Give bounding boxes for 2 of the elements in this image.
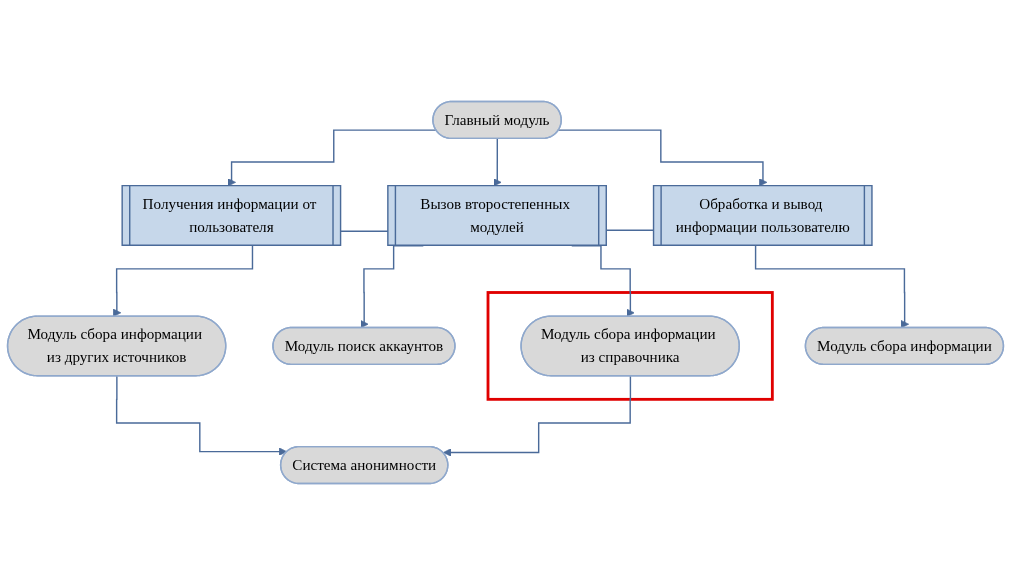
cluster — [486, 291, 774, 401]
arrow — [443, 375, 632, 457]
